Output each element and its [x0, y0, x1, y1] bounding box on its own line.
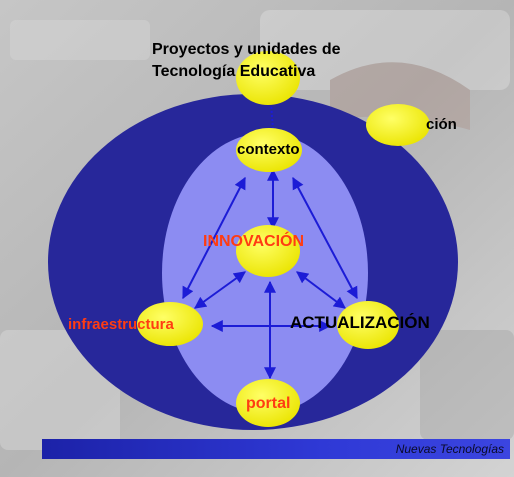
node-actualizacion — [337, 301, 399, 349]
arrow-innovacion-infraestructura — [194, 271, 246, 309]
arrow-contexto-infraestructura — [182, 176, 246, 300]
arrows — [182, 168, 358, 380]
label-portal: portal — [246, 395, 291, 412]
arrow-contexto-actualizacion — [292, 176, 358, 300]
label-contexto: contexto — [237, 141, 300, 158]
dotted-connector — [270, 102, 274, 131]
node-infraestructura — [137, 302, 203, 346]
label-partial: ción — [426, 116, 457, 133]
label-innovacion: INNOVACIÓN — [203, 233, 305, 250]
node-portal — [236, 379, 300, 427]
node-innovacion — [236, 225, 300, 277]
node-contexto — [236, 128, 302, 172]
arrow-innovacion-actualizacion — [296, 271, 346, 309]
footer-text: Nuevas Tecnologías — [395, 442, 504, 456]
node-top — [236, 51, 300, 105]
node-partial — [366, 104, 430, 146]
label-actualizacion: ACTUALIZACIÓN — [290, 313, 430, 332]
footer-bar: Nuevas Tecnologías — [42, 439, 510, 459]
label-infraestructura: infraestructura — [68, 316, 174, 333]
title-line-1: Proyectos y unidades de — [152, 41, 341, 58]
title-line-2: Tecnología Educativa — [152, 63, 316, 80]
